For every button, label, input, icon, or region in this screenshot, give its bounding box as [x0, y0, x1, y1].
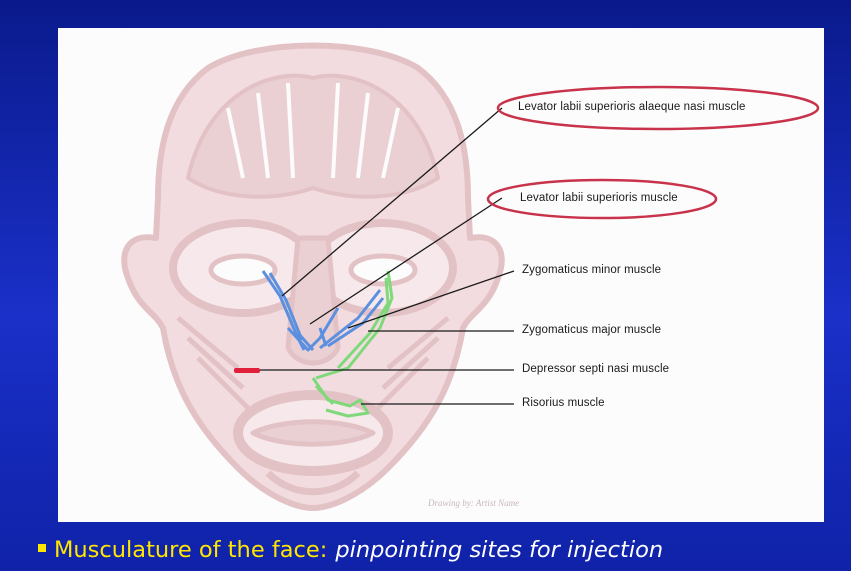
- label-zygomaticus-minor: Zygomaticus minor muscle: [522, 264, 661, 276]
- label-depressor-septi: Depressor septi nasi muscle: [522, 363, 669, 375]
- diagram-panel: Levator labii superioris alaeque nasi mu…: [58, 28, 824, 522]
- slide-caption: Musculature of the face: pinpointing sit…: [38, 532, 663, 568]
- right-eye: [351, 256, 415, 284]
- bullet-icon: [38, 544, 46, 552]
- face-illustration: [124, 46, 502, 509]
- label-risorius: Risorius muscle: [522, 397, 605, 409]
- illustration-credit: Drawing by: Artist Name: [428, 498, 519, 508]
- label-levator-alaeque: Levator labii superioris alaeque nasi mu…: [518, 101, 746, 113]
- label-levator-superioris: Levator labii superioris muscle: [520, 192, 678, 204]
- depressor-septi-muscle: [234, 368, 260, 373]
- left-eye: [211, 256, 275, 284]
- caption-main: Musculature of the face:: [54, 537, 327, 563]
- caption-emphasis: pinpointing sites for injection: [335, 537, 663, 563]
- lips: [253, 422, 373, 445]
- label-zygomaticus-major: Zygomaticus major muscle: [522, 324, 661, 336]
